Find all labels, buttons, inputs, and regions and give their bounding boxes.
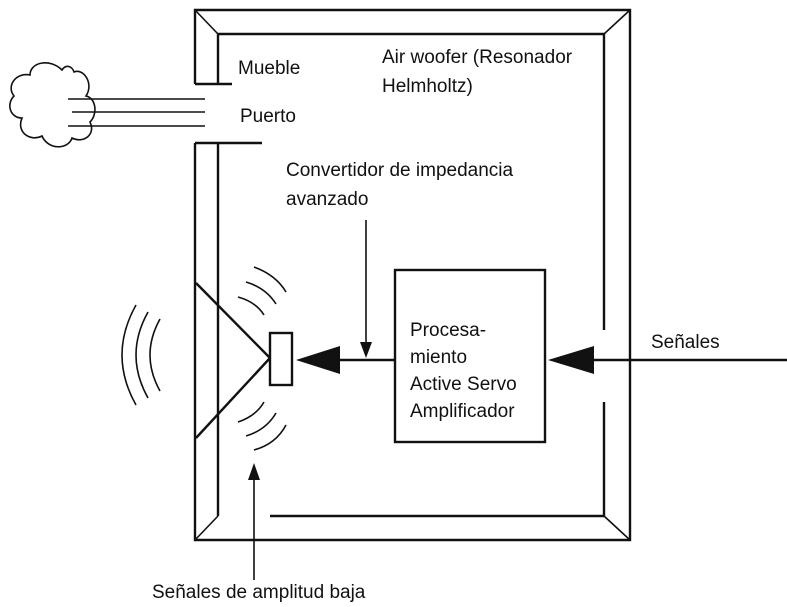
sound-wave xyxy=(253,424,287,451)
sound-wave xyxy=(245,412,277,437)
label-senales-amplitud-baja: Señales de amplitud baja xyxy=(152,582,366,603)
cabinet xyxy=(193,8,632,542)
arrowhead-to-driver xyxy=(296,346,340,374)
sound-wave xyxy=(237,296,265,316)
air-puff xyxy=(9,62,205,148)
driver xyxy=(195,282,294,439)
label-air-woofer-line1: Air woofer (Resonador xyxy=(382,47,573,68)
label-puerto: Puerto xyxy=(240,106,296,127)
bevel-top-right xyxy=(603,9,631,35)
outside-sound-waves xyxy=(121,304,161,406)
sound-wave xyxy=(149,318,161,392)
label-procesamiento-line3: Active Servo xyxy=(410,374,517,395)
sound-wave xyxy=(245,281,277,305)
label-senales: Señales xyxy=(651,332,720,353)
sound-wave xyxy=(253,266,287,293)
driver-cone-lower xyxy=(195,357,271,439)
label-procesamiento-line2: miento xyxy=(410,347,467,368)
convertidor-pointer-head xyxy=(360,342,372,358)
sound-wave xyxy=(121,304,137,406)
label-air-woofer-line2: Helmholtz) xyxy=(382,76,473,97)
label-convertidor-line2: avanzado xyxy=(286,189,368,210)
inner-sound-waves-lower xyxy=(237,401,287,451)
voice-coil xyxy=(268,331,294,387)
cloud-icon xyxy=(9,62,96,148)
low-amplitude-pointer-head xyxy=(248,463,260,480)
processing-block xyxy=(393,268,547,444)
label-mueble: Mueble xyxy=(238,58,300,79)
bevel-bottom-right xyxy=(603,515,631,541)
driver-cone-upper xyxy=(195,282,271,359)
sound-wave xyxy=(135,311,149,399)
label-convertidor-line1: Convertidor de impedancia xyxy=(286,160,514,181)
label-procesamiento-line4: Amplificador xyxy=(410,401,515,422)
bevel-bottom-left xyxy=(194,515,219,541)
bevel-top-left xyxy=(194,9,219,35)
cabinet-outer-wall xyxy=(193,8,632,542)
cabinet-inner-wall-top xyxy=(216,32,606,330)
arrowhead-to-amp xyxy=(548,346,594,374)
label-procesamiento-line1: Procesa- xyxy=(410,320,486,341)
signal-paths xyxy=(248,220,787,580)
sound-wave xyxy=(237,401,265,423)
inner-sound-waves-upper xyxy=(237,266,287,316)
